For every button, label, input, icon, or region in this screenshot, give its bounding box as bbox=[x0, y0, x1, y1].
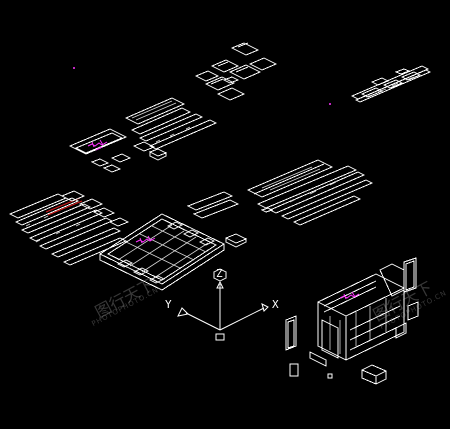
parts-group-center-right[interactable] bbox=[246, 159, 374, 226]
side-panel-left[interactable] bbox=[285, 315, 297, 351]
stray-points bbox=[73, 67, 331, 105]
parts-group-left[interactable] bbox=[8, 190, 130, 266]
parts-group-upper-left[interactable] bbox=[68, 97, 218, 173]
parts-group-top-center[interactable] bbox=[194, 42, 278, 101]
ucs-x-label: X bbox=[272, 298, 279, 311]
ucs-y-label: Y bbox=[165, 298, 172, 311]
cabinet-frame-assembly[interactable] bbox=[98, 191, 248, 291]
small-box-bottom[interactable] bbox=[289, 363, 387, 385]
side-panel-right[interactable] bbox=[403, 257, 419, 321]
ucs-axis-icon: Z Y X bbox=[165, 267, 279, 341]
parts-group-top-right[interactable] bbox=[350, 65, 432, 103]
ucs-z-label: Z bbox=[216, 267, 223, 280]
